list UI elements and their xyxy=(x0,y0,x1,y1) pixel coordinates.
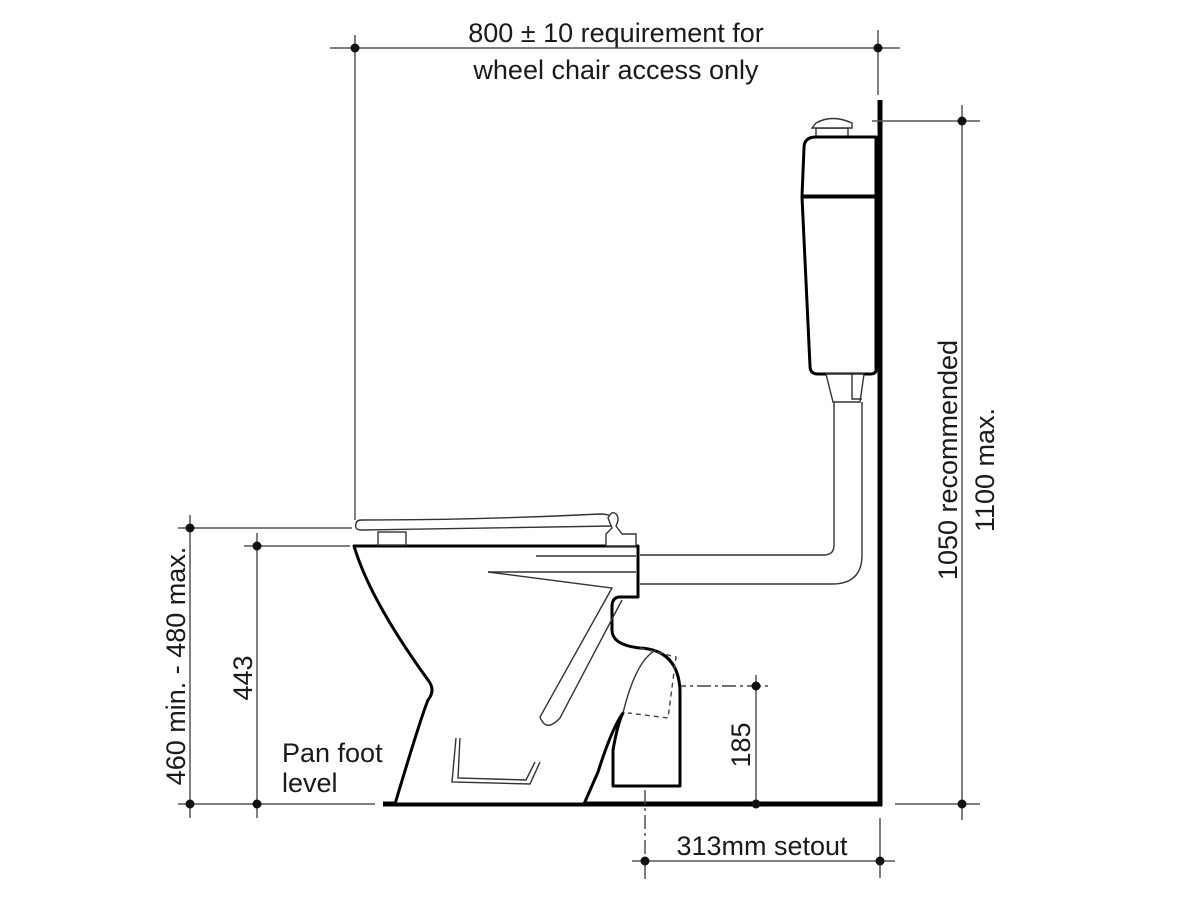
wheelchair-width-label-1: 800 ± 10 requirement for xyxy=(468,18,763,48)
dimension-setout: 313mm setout xyxy=(632,740,895,880)
setout-label: 313mm setout xyxy=(676,831,848,861)
dimension-cistern-height: 1050 recommended 1100 max. xyxy=(872,105,1000,820)
cistern-lid xyxy=(800,135,878,198)
cistern xyxy=(800,117,878,403)
pan-height-label: 443 xyxy=(228,655,258,700)
pan-foot-label-1: Pan foot xyxy=(282,738,383,768)
toilet-seat xyxy=(354,511,637,547)
cistern-height-label-2: 1100 max. xyxy=(970,408,1000,532)
dimension-seat-height: 460 min. - 480 max. xyxy=(161,515,375,818)
dimension-wheelchair-width: 800 ± 10 requirement for wheel chair acc… xyxy=(330,18,900,520)
seat-lid xyxy=(354,513,613,531)
cistern-body xyxy=(800,195,878,376)
outlet-height-label: 185 xyxy=(726,722,756,767)
cistern-height-label-1: 1050 recommended xyxy=(933,340,963,580)
seat-hinge xyxy=(605,511,637,547)
toilet-pan xyxy=(352,544,682,806)
wheelchair-width-label-2: wheel chair access only xyxy=(472,55,759,85)
flush-pipe xyxy=(640,402,863,585)
dimension-pan-height: 443 xyxy=(228,533,350,818)
seat-height-label: 460 min. - 480 max. xyxy=(161,547,191,786)
pan-foot-label-2: level xyxy=(282,768,338,798)
seat-buffer xyxy=(377,531,407,546)
dimension-outlet-height: 185 xyxy=(622,675,768,809)
